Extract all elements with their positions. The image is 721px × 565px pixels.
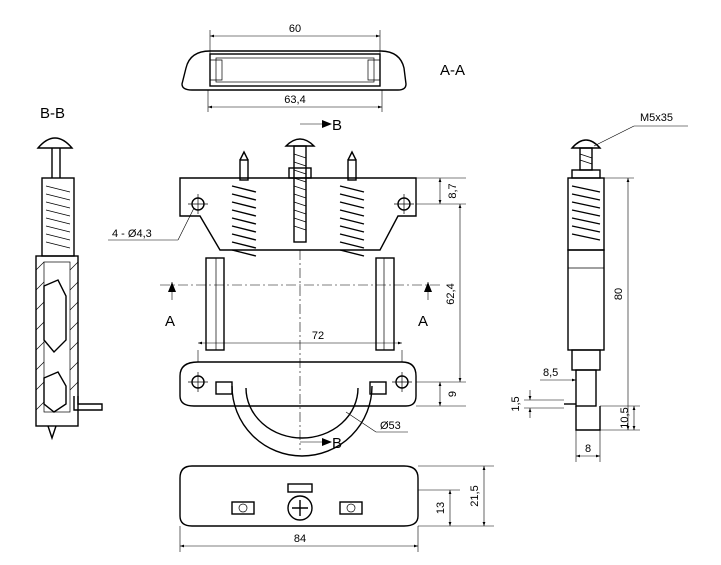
dim-dia-53: Ø53: [380, 420, 401, 432]
label-cut-a-left: A: [165, 313, 175, 330]
dim-holes: 4 - Ø4,3: [112, 228, 152, 240]
dim-13: 13: [435, 502, 447, 514]
dim-8-7: 8,7: [447, 183, 459, 198]
dim-60: 60: [289, 23, 301, 35]
label-cut-b-bottom: B: [332, 435, 342, 452]
dim-62-4: 62,4: [445, 283, 457, 304]
dim-80: 80: [613, 288, 625, 300]
label-section-bb: B-B: [40, 105, 65, 122]
dim-9: 9: [447, 391, 459, 397]
dim-63-4: 63,4: [284, 94, 305, 106]
section-bb-view: B-B: [35, 105, 103, 441]
dim-m5x35: M5x35: [640, 112, 673, 124]
bottom-view: 84 13 21,5: [179, 465, 494, 552]
label-cut-b-top: B: [332, 117, 342, 134]
section-aa-view: 60 63,4 A-A: [181, 23, 465, 112]
label-cut-a-right: A: [418, 313, 428, 330]
dim-10-5: 10,5: [619, 407, 631, 428]
dim-8: 8: [585, 443, 591, 455]
label-section-aa: A-A: [440, 62, 465, 79]
dim-1-5: 1,5: [510, 396, 522, 411]
dim-8-5: 8,5: [543, 367, 558, 379]
dim-21-5: 21,5: [469, 485, 481, 506]
side-view: M5x35 80 10,5 8,5 1,5 8: [510, 112, 688, 462]
dim-84: 84: [294, 533, 306, 545]
dim-72: 72: [312, 330, 324, 342]
front-view: A A B B 72 4 - Ø4,3 Ø53 8,7 62,4 9: [108, 117, 466, 457]
